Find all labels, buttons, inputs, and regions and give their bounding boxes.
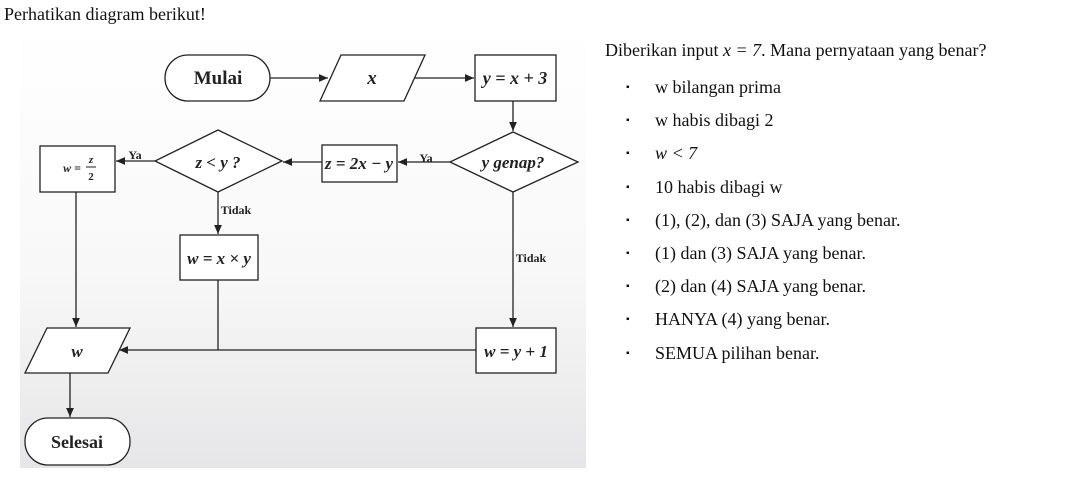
- option-item[interactable]: ▪ (1) dan (3) SAJA yang benar.: [620, 237, 900, 270]
- output-parallelogram: [23, 327, 132, 374]
- question-prefix: Diberikan input: [605, 40, 723, 60]
- step-y-box: [474, 54, 557, 102]
- step-z-label: z = 2x − y: [324, 154, 394, 173]
- step-z-box: [321, 144, 398, 183]
- option-item[interactable]: ▪ (1), (2), dan (3) SAJA yang benar.: [620, 204, 900, 237]
- connectors: [66, 74, 517, 417]
- option-item[interactable]: ▪ w < 7: [620, 137, 900, 170]
- yes-label-less: Ya: [128, 148, 141, 162]
- step-w-mul-label: w = x × y: [187, 249, 251, 268]
- bullet-icon: ▪: [626, 248, 630, 260]
- end-label: Selesai: [51, 432, 103, 452]
- bullet-icon: ▪: [626, 347, 630, 359]
- step-w-plus-label: w = y + 1: [484, 342, 548, 361]
- option-item[interactable]: ▪ w habis dibagi 2: [620, 104, 900, 137]
- option-item[interactable]: ▪ HANYA (4) yang benar.: [620, 303, 900, 336]
- step-w-half-box: [39, 145, 116, 193]
- question-text: Diberikan input x = 7. Mana pernyataan y…: [605, 40, 987, 61]
- step-w-half-num: z: [88, 154, 94, 166]
- option-label: w < 7: [655, 143, 698, 164]
- flowchart: Mulai x y = x + 3 y genap? z = 2x − y z …: [20, 30, 586, 468]
- bullet-icon: ▪: [626, 115, 630, 127]
- option-item[interactable]: ▪ (2) dan (4) SAJA yang benar.: [620, 270, 900, 303]
- option-item[interactable]: ▪ w bilangan prima: [620, 71, 900, 104]
- option-label: w bilangan prima: [655, 77, 781, 98]
- intro-text: Perhatikan diagram berikut!: [4, 4, 206, 24]
- step-w-half-den: 2: [88, 171, 94, 183]
- question-math: x = 7: [722, 40, 762, 60]
- bullet-icon: ▪: [626, 148, 630, 160]
- bullet-icon: ▪: [626, 181, 630, 193]
- bullet-icon: ▪: [626, 281, 630, 293]
- bullet-icon: ▪: [626, 214, 630, 226]
- no-label-even: Tidak: [516, 251, 547, 265]
- option-item[interactable]: ▪ SEMUA pilihan benar.: [620, 337, 900, 370]
- input-parallelogram: [318, 54, 427, 102]
- step-w-mul-box: [179, 234, 259, 281]
- question-suffix: . Mana pernyataan yang benar?: [761, 40, 987, 60]
- yes-label-even: Ya: [419, 151, 432, 165]
- option-label: w habis dibagi 2: [655, 110, 774, 131]
- input-label: x: [366, 68, 377, 89]
- option-label: (1) dan (3) SAJA yang benar.: [655, 243, 866, 264]
- step-w-half-lhs: w =: [63, 161, 81, 175]
- start-label: Mulai: [194, 68, 243, 89]
- no-label-less: Tidak: [221, 203, 252, 217]
- options-list: ▪ w bilangan prima ▪ w habis dibagi 2 ▪ w <…: [620, 71, 900, 370]
- option-label: (1), (2), dan (3) SAJA yang benar.: [655, 209, 901, 230]
- bullet-icon: ▪: [626, 82, 630, 94]
- option-label: SEMUA pilihan benar.: [655, 342, 820, 363]
- decision-less-label: z < y ?: [194, 153, 240, 172]
- option-item[interactable]: ▪ 10 habis dibagi w: [620, 171, 900, 204]
- option-label: 10 habis dibagi w: [655, 176, 783, 197]
- bullet-icon: ▪: [626, 314, 630, 326]
- option-label: (2) dan (4) SAJA yang benar.: [655, 276, 866, 297]
- step-y-label: y = x + 3: [481, 68, 548, 88]
- decision-even-label: y genap?: [480, 153, 545, 172]
- end-terminal: [24, 417, 131, 466]
- output-label: w: [71, 342, 83, 361]
- option-label: HANYA (4) yang benar.: [655, 309, 830, 330]
